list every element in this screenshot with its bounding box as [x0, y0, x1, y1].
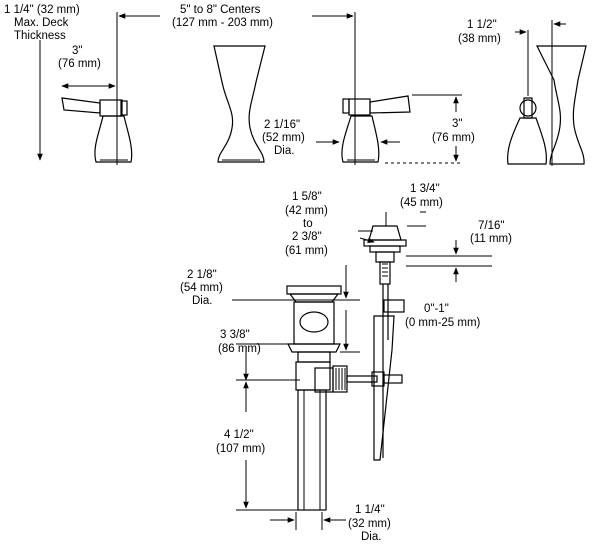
base-dia-label-1: 2 1/16"	[264, 119, 300, 131]
body-height-label-1: 3 3/8"	[220, 329, 250, 341]
gap-label-1: 7/16"	[478, 220, 504, 232]
tail-length-label-2: (107 mm)	[216, 443, 265, 455]
gap-label-2: (11 mm)	[470, 233, 512, 245]
base-dia-label-2: (52 mm)	[262, 132, 305, 144]
tail-length-label-1: 4 1/2"	[224, 429, 254, 441]
adjust-label-2: (0 mm-25 mm)	[405, 317, 481, 329]
flange-top-label-2: (42 mm)	[285, 205, 328, 217]
lift-rod	[363, 225, 407, 461]
height-label-2: (76 mm)	[432, 132, 475, 144]
deck-thickness-label-1: 1 1/4" (32 mm)	[4, 4, 80, 16]
centers-label-1: 5" to 8" Centers	[180, 4, 261, 16]
flange-dia-label-1: 2 1/8"	[187, 269, 217, 281]
handle-width-label-2: (76 mm)	[58, 58, 101, 70]
centers-label-2: (127 mm - 203 mm)	[172, 17, 273, 29]
tail-dia-label-1: 1 1/4"	[355, 504, 385, 516]
knob-label-2: (45 mm)	[400, 197, 443, 209]
deck-thickness-label-2: Max. Deck	[14, 17, 69, 29]
left-handle	[61, 97, 133, 163]
flange-dia-label-2: (54 mm)	[180, 282, 223, 294]
height-label-1: 3"	[452, 118, 462, 130]
handle-width-label-1: 3"	[72, 45, 82, 57]
flange-top-label-5: (61 mm)	[285, 245, 328, 257]
flange-top-label-1: 1 5/8"	[292, 191, 322, 203]
right-handle	[341, 95, 411, 163]
drain-assembly	[286, 285, 403, 511]
tail-dia-label-2: (32 mm)	[348, 518, 391, 530]
knob-arrow	[359, 237, 375, 243]
knob-label-1: 1 3/4"	[410, 183, 440, 195]
flange-dia-label-3: Dia.	[192, 295, 212, 307]
tail-dia-label-3: Dia.	[361, 531, 381, 543]
deck-thickness-label-3: Thickness	[14, 30, 66, 42]
adjust-label-1: 0"-1"	[424, 303, 449, 315]
side-view	[507, 20, 587, 166]
reach-label-2: (38 mm)	[458, 33, 501, 45]
base-dia-label-3: Dia.	[274, 145, 294, 157]
flange-top-label-3: to	[303, 218, 313, 230]
flange-top-label-4: 2 3/8"	[292, 231, 322, 243]
spout	[213, 45, 266, 163]
body-height-label-2: (86 mm)	[218, 343, 261, 355]
reach-label-1: 1 1/2"	[467, 19, 497, 31]
